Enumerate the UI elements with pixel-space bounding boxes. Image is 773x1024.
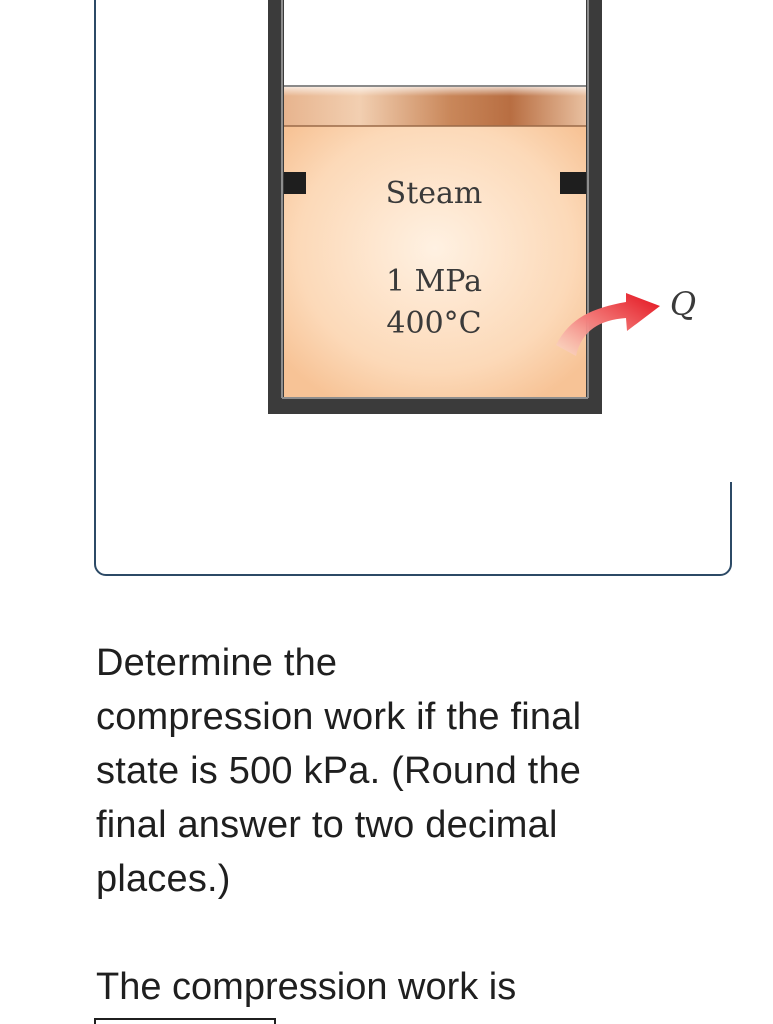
cylinder-left-wall (268, 0, 284, 412)
heat-arrow-icon (556, 293, 660, 356)
question-line: places.) (96, 858, 231, 900)
left-stop (284, 172, 306, 194)
heat-label: Q (670, 285, 696, 323)
question-line: compression work if the final (96, 696, 582, 738)
question-line: state is 500 kPa. (Round the (96, 750, 582, 792)
answer-input[interactable] (94, 1018, 276, 1024)
pressure-label: 1 MPa (386, 264, 482, 299)
card-border-gap (726, 0, 734, 482)
answer-lead-text: The compression work is (96, 966, 517, 1008)
temperature-label: 400°C (386, 306, 481, 341)
question-line: final answer to two decimal (96, 804, 558, 846)
steam-region (284, 126, 586, 398)
right-stop (560, 172, 586, 194)
question-line: Determine the (96, 642, 338, 684)
cylinder-bottom (268, 398, 602, 414)
question-text: Determine the compression work if the fi… (96, 636, 726, 906)
steam-label: Steam (386, 176, 483, 211)
piston-cylinder-diagram: Steam 1 MPa 400°C Q (268, 0, 696, 414)
cylinder-right-wall (586, 0, 602, 412)
